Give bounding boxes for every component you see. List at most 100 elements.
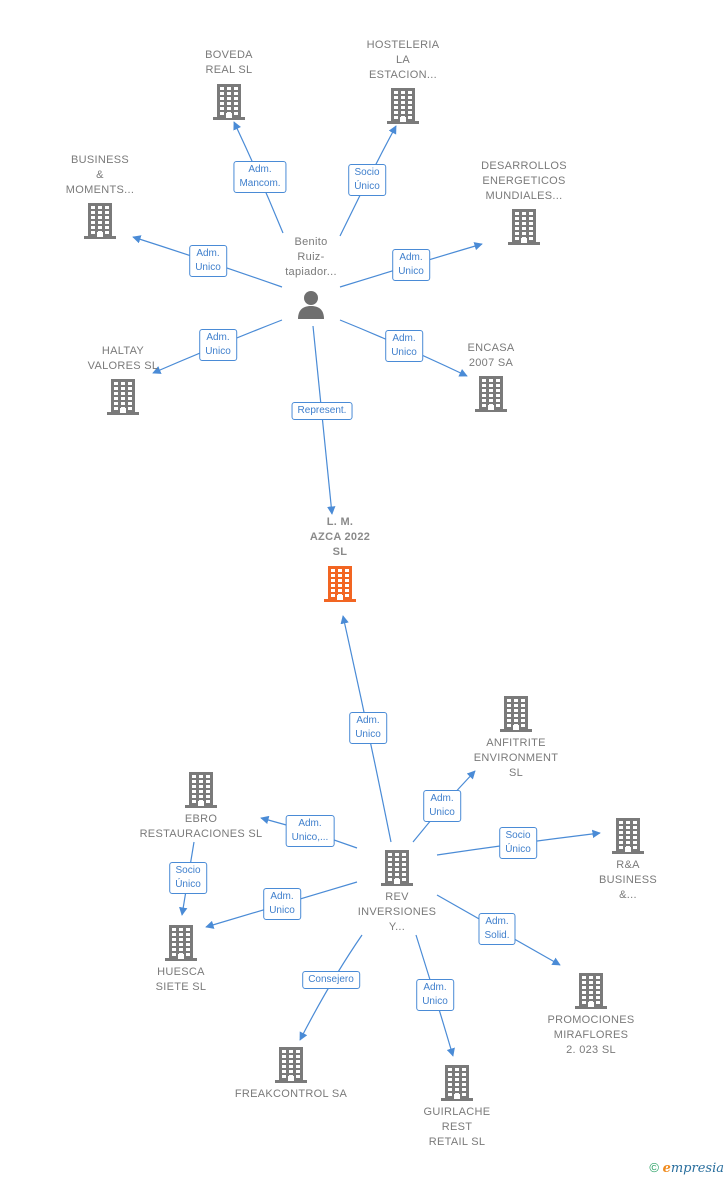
edge-label-line: Represent. <box>297 405 347 416</box>
node-label-line: ESTACION... <box>369 69 437 81</box>
edge-label-line: Unico <box>429 807 455 818</box>
node-promociones[interactable]: PROMOCIONES MIRAFLORES 2. 023 SL <box>521 973 661 1056</box>
building-icon <box>387 88 419 124</box>
edge-label-line: Adm. <box>206 332 230 343</box>
edge-label-line: Adm. <box>485 916 509 927</box>
node-label-line: Y... <box>388 921 406 933</box>
edge-benito-lm <box>312 325 336 515</box>
node-label-line: HOSTELERIA <box>366 39 440 51</box>
node-label-line: REV <box>385 891 409 903</box>
node-label-line: L. M. <box>326 516 354 528</box>
node-label: BUSINESS&MOMENTS... <box>30 153 170 198</box>
building-icon <box>508 209 540 245</box>
edge-label[interactable]: Adm. Solid. <box>478 913 516 945</box>
node-label-line: BUSINESS <box>70 154 130 166</box>
node-label-line: REAL SL <box>205 64 253 76</box>
node-label-line: PROMOCIONES <box>547 1014 635 1026</box>
building-icon <box>500 696 532 732</box>
edge-label[interactable]: Adm.Unico <box>189 245 227 277</box>
node-label-line: EBRO <box>184 813 218 825</box>
node-label-line: SL <box>332 546 348 558</box>
node-label-line: MIRAFLORES <box>553 1029 629 1041</box>
edge-label-line: Unico <box>355 729 381 740</box>
node-label-line: R&A <box>616 859 640 871</box>
node-label-line: & <box>96 169 104 181</box>
edge-label-line: Solid. <box>484 930 510 941</box>
node-label-line: HALTAY <box>101 345 145 357</box>
building-icon <box>275 1047 307 1083</box>
node-label-line: BOVEDA <box>205 49 253 61</box>
building-icon <box>185 772 217 808</box>
node-label-line: Benito <box>294 236 328 248</box>
node-rev[interactable]: REV INVERSIONES Y... <box>327 850 467 933</box>
building-icon <box>475 376 507 412</box>
node-label: HALTAY VALORES SL <box>53 344 193 374</box>
edge-label-line: Unico <box>391 347 417 358</box>
edge-label[interactable]: Adm. Unico <box>423 790 461 822</box>
edge-label-line: Adm. <box>356 715 380 726</box>
edge-label[interactable]: Adm.Mancom. <box>233 161 287 193</box>
edge-label[interactable]: Adm.Unico <box>263 888 301 920</box>
edge-label-line: Adm. <box>196 248 220 259</box>
node-label: FREAKCONTROL SA <box>221 1087 361 1102</box>
node-label-line: ENVIRONMENT <box>473 752 559 764</box>
edge-label[interactable]: Adm.Unico <box>385 330 423 362</box>
node-haltay[interactable]: HALTAY VALORES SL <box>53 344 193 415</box>
edge-label-line: Adm. <box>430 793 454 804</box>
edge-label-line: Unico,... <box>291 832 329 843</box>
edge-label[interactable]: Adm. Unico,... <box>285 815 335 847</box>
edge-label-line: Socio <box>505 830 531 841</box>
node-label-line: ANFITRITE <box>486 737 546 749</box>
edge-label-line: Socio <box>354 167 380 178</box>
building-icon <box>165 925 197 961</box>
node-label-line: RETAIL SL <box>428 1136 486 1148</box>
edge-label-line: Único <box>354 181 380 192</box>
edge-label[interactable]: Adm.Unico <box>392 249 430 281</box>
building-icon <box>213 84 245 120</box>
edge-label[interactable]: Adm.Unico <box>416 979 454 1011</box>
node-freakcontrol[interactable]: FREAKCONTROL SA <box>221 1047 361 1100</box>
edge-label-line: Adm. <box>298 818 322 829</box>
node-label-line: 2. 023 SL <box>566 1044 616 1056</box>
brand-logo: empresia <box>662 1161 724 1176</box>
edge-label-line: Adm. <box>423 982 447 993</box>
node-boveda[interactable]: BOVEDA REAL SL <box>159 48 299 120</box>
edge-label-line: Adm. <box>270 891 294 902</box>
node-label-line: tapiador... <box>285 266 337 278</box>
edge-label[interactable]: Consejero <box>302 971 360 989</box>
edge-label[interactable]: Adm. Unico <box>199 329 237 361</box>
building-icon <box>575 973 607 1009</box>
edge-label-line: Único <box>505 844 531 855</box>
node-label-line: VALORES SL <box>87 360 159 372</box>
building-icon <box>84 203 116 239</box>
node-label-line: INVERSIONES <box>357 906 437 918</box>
edge-label-line: Único <box>175 879 201 890</box>
node-business[interactable]: BUSINESS&MOMENTS... <box>30 153 170 239</box>
person-icon <box>298 291 324 319</box>
node-label-line: GUIRLACHE <box>423 1106 491 1118</box>
edge-label-line: Unico <box>205 346 231 357</box>
edge-label[interactable]: Adm. Unico <box>349 712 387 744</box>
edge-label[interactable]: Represent. <box>291 402 353 420</box>
node-label-line: MUNDIALES... <box>485 190 563 202</box>
